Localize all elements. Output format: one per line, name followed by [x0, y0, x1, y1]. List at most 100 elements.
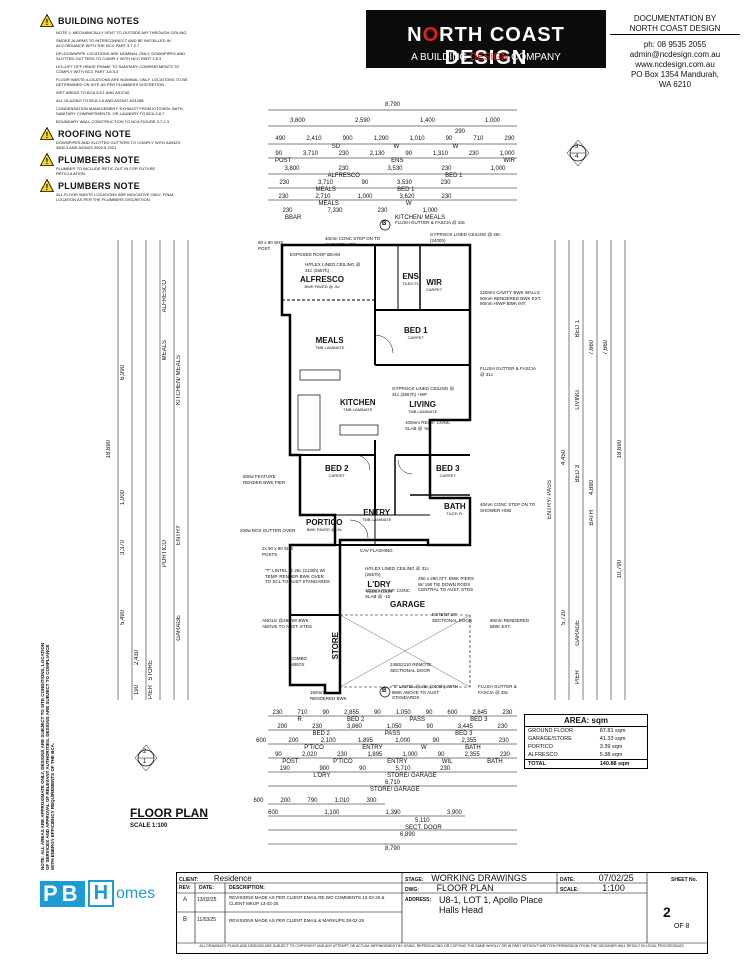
dim-label: MEALS: [315, 187, 336, 193]
room-finish: CARPET: [426, 287, 443, 292]
dim-value: 600: [256, 738, 267, 744]
dim-row: 6,890: [400, 832, 415, 838]
brand-h: H: [87, 880, 115, 907]
floor-plan-scale: SCALE 1:100: [130, 823, 168, 829]
dim-value: 710: [473, 136, 484, 142]
note-line: ALL GLAZING TO BCA 3.6 AND AS2047 AS1288: [56, 98, 144, 103]
note-line: NOTE 1: MECHANICALLY VENT TO OUTSIDE AIR…: [56, 30, 187, 35]
elevation-marker: 3 4: [565, 139, 591, 171]
dim-row-labels: R BED 2 PASS BED 3: [265, 717, 520, 723]
room-name: BED 2: [325, 464, 349, 473]
building-notes-heading: ! BUILDING NOTES: [40, 14, 220, 27]
dim-label: WIL: [441, 759, 453, 765]
warning-icon: !: [40, 153, 54, 166]
dim-value: 230: [440, 180, 451, 186]
plan-note: FLUSH GUTTER & FASCIA @ 31c: [480, 366, 536, 377]
plan-note: 200w BOX GUTTER OVER: [240, 528, 296, 533]
dim-label: PASS: [409, 717, 425, 723]
plan-note: 90mm RENDERED BWK EXT.: [490, 618, 530, 629]
section-marker-label: B: [382, 221, 387, 227]
dim-value: 2,855: [344, 710, 360, 716]
room-name: WIR: [426, 278, 442, 287]
dim-value: 230: [282, 208, 293, 214]
dim-value: 230: [498, 738, 509, 744]
stage-value: WORKING DRAWINGS: [431, 873, 527, 883]
dim-row-labels: BBAR KITCHEN/ MEALS: [285, 215, 445, 221]
dim-label: SECT. DOOR: [405, 825, 442, 831]
scale-value: 1:100: [602, 883, 625, 893]
room-finish: BWK PAVED @ -5c: [306, 527, 342, 532]
area-label: ALFRESCO: [528, 752, 558, 758]
dim-value: 5,720: [561, 610, 567, 626]
dim-value: 790: [307, 798, 318, 804]
dim-value: 5,710: [395, 766, 411, 772]
plan-note: 2x 90 x 90 SHS POSTS: [262, 546, 294, 557]
plan-note: 150mm RENDERED BWK: [310, 690, 347, 701]
room-finish: CARPET: [328, 473, 345, 478]
room-bed-1: BED 1 CARPET: [404, 326, 428, 340]
contact-state: WA 6210: [658, 80, 692, 89]
plan-note: COMBO M/BOX: [290, 656, 308, 667]
dim-label: BED 3: [575, 465, 581, 483]
dim-label: L'DRY: [313, 773, 331, 779]
address-line-2: Halls Head: [439, 905, 484, 915]
dim-value: 2,355: [461, 738, 477, 744]
dim-value: 200: [288, 738, 299, 744]
copyright-footer: ALL DRAWINGS, PLANS AND DESIGNS ARE SUBJ…: [199, 944, 685, 948]
dim-label: BED 3: [455, 731, 473, 737]
room-store: STORE: [331, 632, 340, 659]
note-line: CONDENSATION MANAGEMENT: EXHAUST FROM KI…: [56, 106, 184, 116]
note-line: ALL FLOOR WASTE LOCATIONS ARE INDICATIVE…: [56, 192, 174, 202]
room-name: BED 1: [404, 326, 428, 335]
plumbers-note-heading: ! PLUMBERS NOTE: [40, 153, 220, 166]
logo-title: NORTH COAST DESIGN: [366, 24, 606, 70]
contact-po: PO Box 1354 Mandurah,: [630, 70, 720, 79]
dim-label: KITCHEN/ MEALS: [176, 355, 182, 406]
dim-label: BED 1: [575, 320, 581, 338]
dim-label: W: [452, 144, 459, 150]
dim-value: 1,000: [395, 738, 411, 744]
dim-label: PIER: [148, 685, 154, 700]
dim-row: 3,800 230 3,530 230 1,000: [265, 166, 525, 172]
elevation-marker: 2 1: [133, 744, 159, 776]
contact-email: admin@ncdesign.com.au: [629, 50, 721, 59]
dim-row: 600 1,100 1,390 3,900: [245, 810, 485, 816]
room-living: LIVING TMB LAMINATE: [408, 400, 437, 414]
dim-value: 3,710: [302, 151, 318, 157]
room-bath: BATH TILED FL: [444, 502, 466, 516]
floor-plan-drawing: [280, 219, 472, 698]
rev-header: REV:: [179, 885, 191, 891]
stage-label: STAGE:: [405, 877, 424, 883]
revision-date: 13/02/25: [197, 897, 217, 903]
dim-value: 1,290: [373, 136, 389, 142]
marker-num: 2: [143, 749, 147, 755]
dim-label: BBAR: [285, 215, 302, 221]
dim-label: GARAGE: [176, 615, 182, 641]
dim-row: 600 200 2,100 1,895 1,000 90 2,355 230: [245, 738, 520, 744]
north-coast-design-logo: NORTH COAST DESIGN A BUILDING DESIGN COM…: [366, 10, 606, 70]
dim-value: 18,690: [106, 440, 112, 459]
section-marker-label: B: [382, 688, 387, 694]
room-name: MEALS: [315, 336, 344, 345]
section-marker: [379, 686, 391, 698]
dim-value: 190: [134, 685, 140, 696]
dim-value: 230: [338, 151, 349, 157]
area-total-label: TOTAL: [528, 761, 546, 767]
notes-title: PLUMBERS NOTE: [58, 180, 140, 191]
dim-row-labels: P'TICO ENTRY W BATH: [265, 745, 520, 751]
dim-value: 90: [425, 710, 433, 716]
plan-note: H/FLEX LINED CEILING @ 31c (2657h): [365, 566, 429, 577]
dim-label: ALFRESCO: [327, 173, 360, 179]
dim-row: 8,790: [385, 846, 400, 852]
dim-value: 230: [338, 166, 349, 172]
area-value: 41.33 sqm: [599, 736, 626, 742]
note-line: WET AREAS TO BCA 3.8.1 AND AS3740: [56, 90, 130, 95]
revision-desc: REVISIONS MADE AS PER CLIENT EMAIL & MAR…: [229, 918, 365, 923]
dim-label: BED 2: [312, 731, 330, 737]
dim-label: ENTRY: [387, 759, 408, 765]
dim-label: BED 3: [470, 717, 488, 723]
dim-row: 200 230 3,860 1,050 90 3,445 230: [265, 724, 520, 730]
